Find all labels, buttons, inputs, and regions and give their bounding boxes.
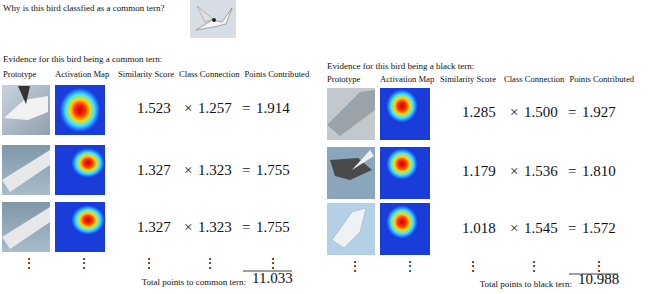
heat-blob	[385, 88, 419, 124]
total-label: Total points to common tern:	[142, 277, 246, 287]
patch-wing	[2, 207, 50, 249]
patch-wing	[2, 150, 50, 192]
score-value: 1.179	[462, 163, 496, 180]
total-value: 10.988	[578, 271, 619, 288]
column-header: Activation Map	[55, 70, 109, 80]
score-value: 1.323	[198, 219, 232, 236]
activation-map	[55, 145, 105, 195]
prototype-patches-right	[327, 88, 375, 255]
activation-maps-right	[380, 88, 430, 255]
continuation-dots: ⋮	[142, 256, 156, 272]
total-value: 11.033	[252, 270, 293, 287]
score-value: 1.500	[524, 104, 558, 121]
patch-wing	[352, 150, 374, 170]
prototype-patch	[2, 202, 50, 252]
prototype-patches-left	[2, 85, 50, 252]
score-value: ×	[510, 220, 518, 237]
score-value: 1.536	[524, 163, 558, 180]
score-value: 1.327	[137, 219, 171, 236]
score-value: 1.257	[198, 100, 232, 117]
activation-map	[380, 88, 430, 140]
photo-ground	[190, 0, 236, 38]
column-header: Prototype	[327, 75, 360, 85]
score-value: 1.327	[137, 162, 171, 179]
score-value: 1.018	[462, 220, 496, 237]
continuation-dots: ⋮	[348, 259, 362, 275]
section-heading: Evidence for this bird being a black ter…	[327, 61, 474, 71]
heat-blob	[385, 204, 419, 240]
continuation-dots: ⋮	[266, 256, 280, 272]
score-value: 1.927	[582, 104, 616, 121]
activation-map	[380, 203, 430, 255]
heat-blob	[385, 147, 419, 181]
prototype-patch	[327, 203, 375, 255]
prototype-patch	[327, 147, 375, 199]
patch-bird	[330, 158, 372, 180]
continuation-dots: ⋮	[527, 259, 541, 275]
score-value: =	[242, 162, 250, 179]
score-value: 1.523	[137, 100, 171, 117]
score-value: =	[568, 220, 576, 237]
column-header: Similarity Score	[440, 75, 496, 85]
continuation-dots: ⋮	[22, 256, 36, 272]
column-header: Activation Map	[380, 75, 434, 85]
prototype-patch	[2, 85, 50, 135]
score-value: ×	[510, 163, 518, 180]
activation-map	[380, 147, 430, 199]
prototype-patch	[2, 145, 50, 195]
prototype-patch	[327, 88, 375, 140]
score-value: 1.285	[462, 104, 496, 121]
score-value: 1.914	[256, 100, 290, 117]
score-value: ×	[184, 219, 192, 236]
column-header: Class Connection	[179, 70, 239, 80]
heat-blob	[70, 204, 106, 236]
column-header: Similarity Score	[118, 70, 174, 80]
score-value: ×	[510, 104, 518, 121]
score-value: ×	[184, 162, 192, 179]
total-label: Total points to black tern:	[480, 279, 572, 289]
input-bird	[190, 0, 236, 38]
score-value: =	[568, 104, 576, 121]
score-value: 1.810	[582, 163, 616, 180]
score-value: 1.323	[198, 162, 232, 179]
bird-cap	[212, 18, 216, 22]
column-header: Points Contributed	[569, 75, 634, 85]
heat-blob	[58, 86, 102, 134]
bird-wing	[197, 6, 213, 22]
score-value: 1.545	[524, 220, 558, 237]
patch-head	[18, 86, 30, 104]
score-value: 1.572	[582, 220, 616, 237]
column-header: Points Contributed	[245, 70, 310, 80]
section-heading: Evidence for this bird being a common te…	[3, 54, 162, 64]
continuation-dots: ⋮	[466, 259, 480, 275]
score-value: =	[568, 163, 576, 180]
activation-map	[55, 202, 105, 252]
score-value: 1.755	[256, 162, 290, 179]
activation-maps-left	[55, 85, 106, 252]
continuation-dots: ⋮	[203, 256, 217, 272]
score-value: 1.755	[256, 219, 290, 236]
score-value: =	[242, 219, 250, 236]
continuation-dots: ⋮	[403, 259, 417, 275]
continuation-dots: ⋮	[77, 256, 91, 272]
score-value: =	[242, 100, 250, 117]
question-title: Why is this bird classfied as a common t…	[3, 3, 164, 13]
score-value: ×	[184, 100, 192, 117]
activation-map	[55, 85, 105, 135]
column-header: Class Connection	[504, 75, 564, 85]
heat-blob	[70, 147, 106, 179]
column-header: Prototype	[3, 70, 36, 80]
patch-wing	[332, 208, 366, 248]
patch-wing	[327, 90, 375, 136]
